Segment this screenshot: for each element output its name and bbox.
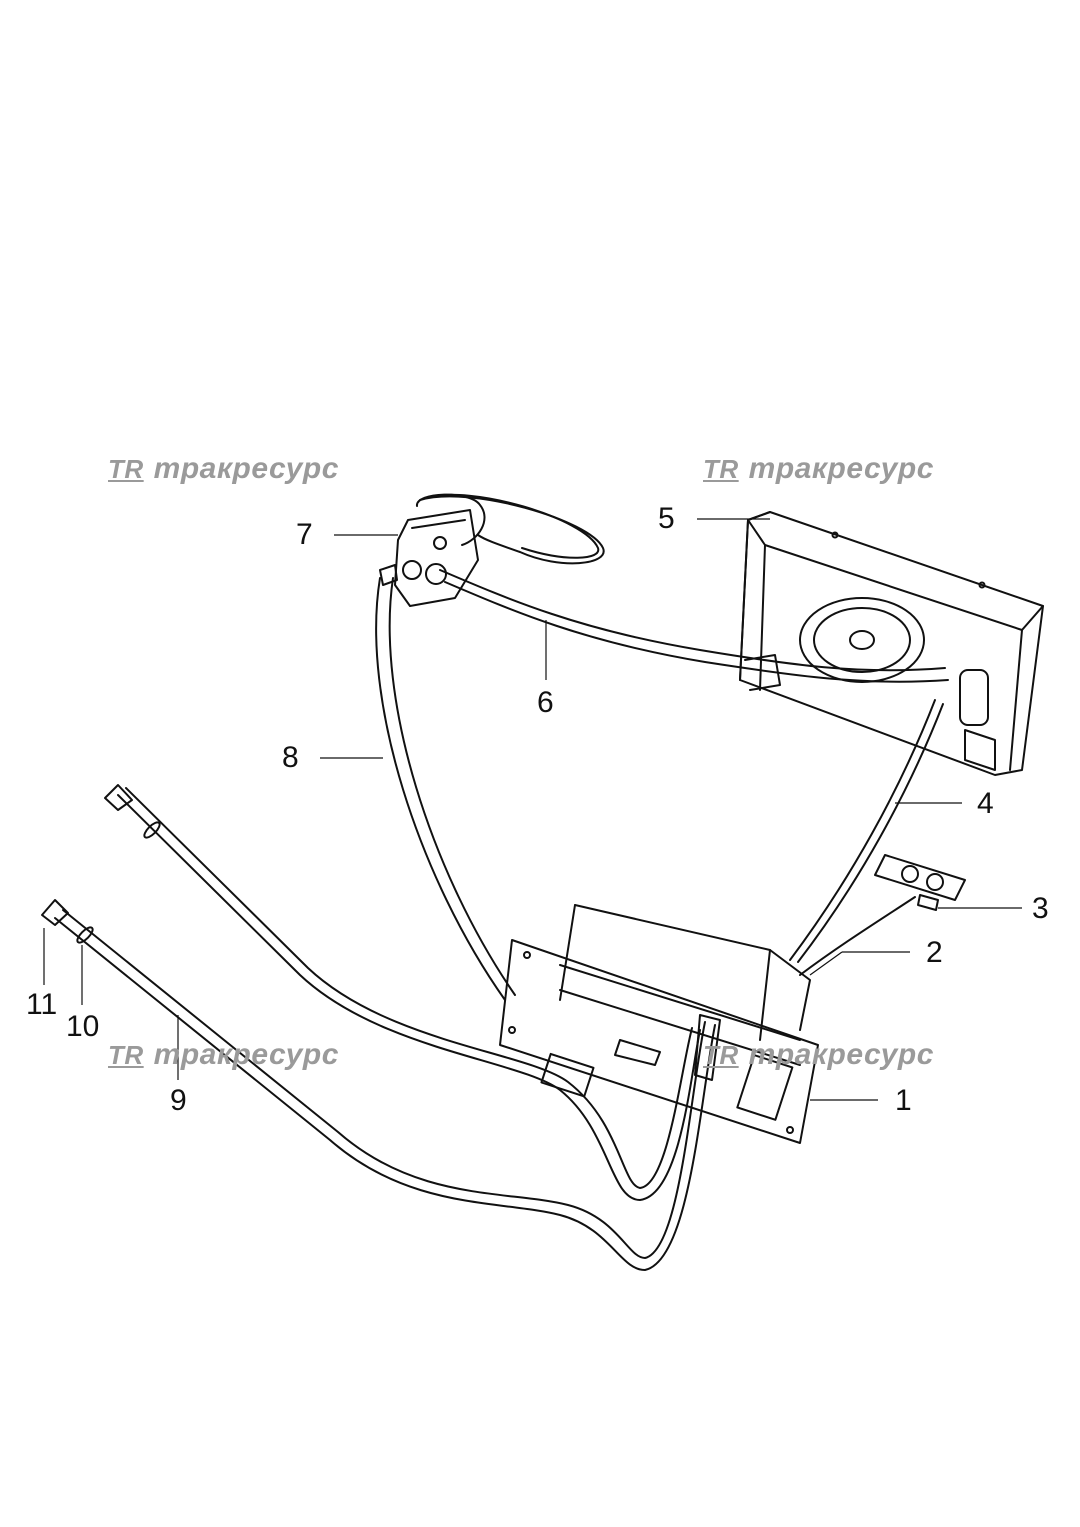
hose-8 [375,577,516,1001]
callout-2: 2 [926,936,943,969]
watermark-text: тракресурс [153,452,339,485]
pipe-lower [41,899,716,1271]
compressor [379,493,605,607]
watermark-logo: TR [703,1040,739,1070]
watermark-logo: TR [703,454,739,484]
watermark-text: тракресурс [748,1038,934,1071]
control-panel [799,854,966,976]
watermark-text: тракресурс [153,1038,339,1071]
pipe-upper [104,784,701,1201]
evaporator-unit [499,904,819,1144]
callout-6: 6 [537,686,554,719]
watermark-logo: TR [108,454,144,484]
callout-4: 4 [977,787,994,820]
condenser [739,511,1044,776]
callout-7: 7 [296,518,313,551]
leader-2 [809,951,843,976]
hose-6 [439,569,949,683]
watermark-bottom-right: TR тракресурс [703,1038,934,1072]
watermark-bottom-left: TR тракресурс [108,1038,339,1072]
callout-10: 10 [66,1010,100,1043]
watermark-top-left: TR тракресурс [108,452,339,486]
watermark-logo: TR [108,1040,144,1070]
callout-9: 9 [170,1084,187,1117]
tube-4 [789,699,944,963]
callout-8: 8 [282,741,299,774]
callout-5: 5 [658,502,675,535]
watermark-text: тракресурс [748,452,934,485]
callout-3: 3 [1032,892,1049,925]
callout-11: 11 [26,988,58,1021]
callout-1: 1 [895,1084,912,1117]
watermark-top-right: TR тракресурс [703,452,934,486]
